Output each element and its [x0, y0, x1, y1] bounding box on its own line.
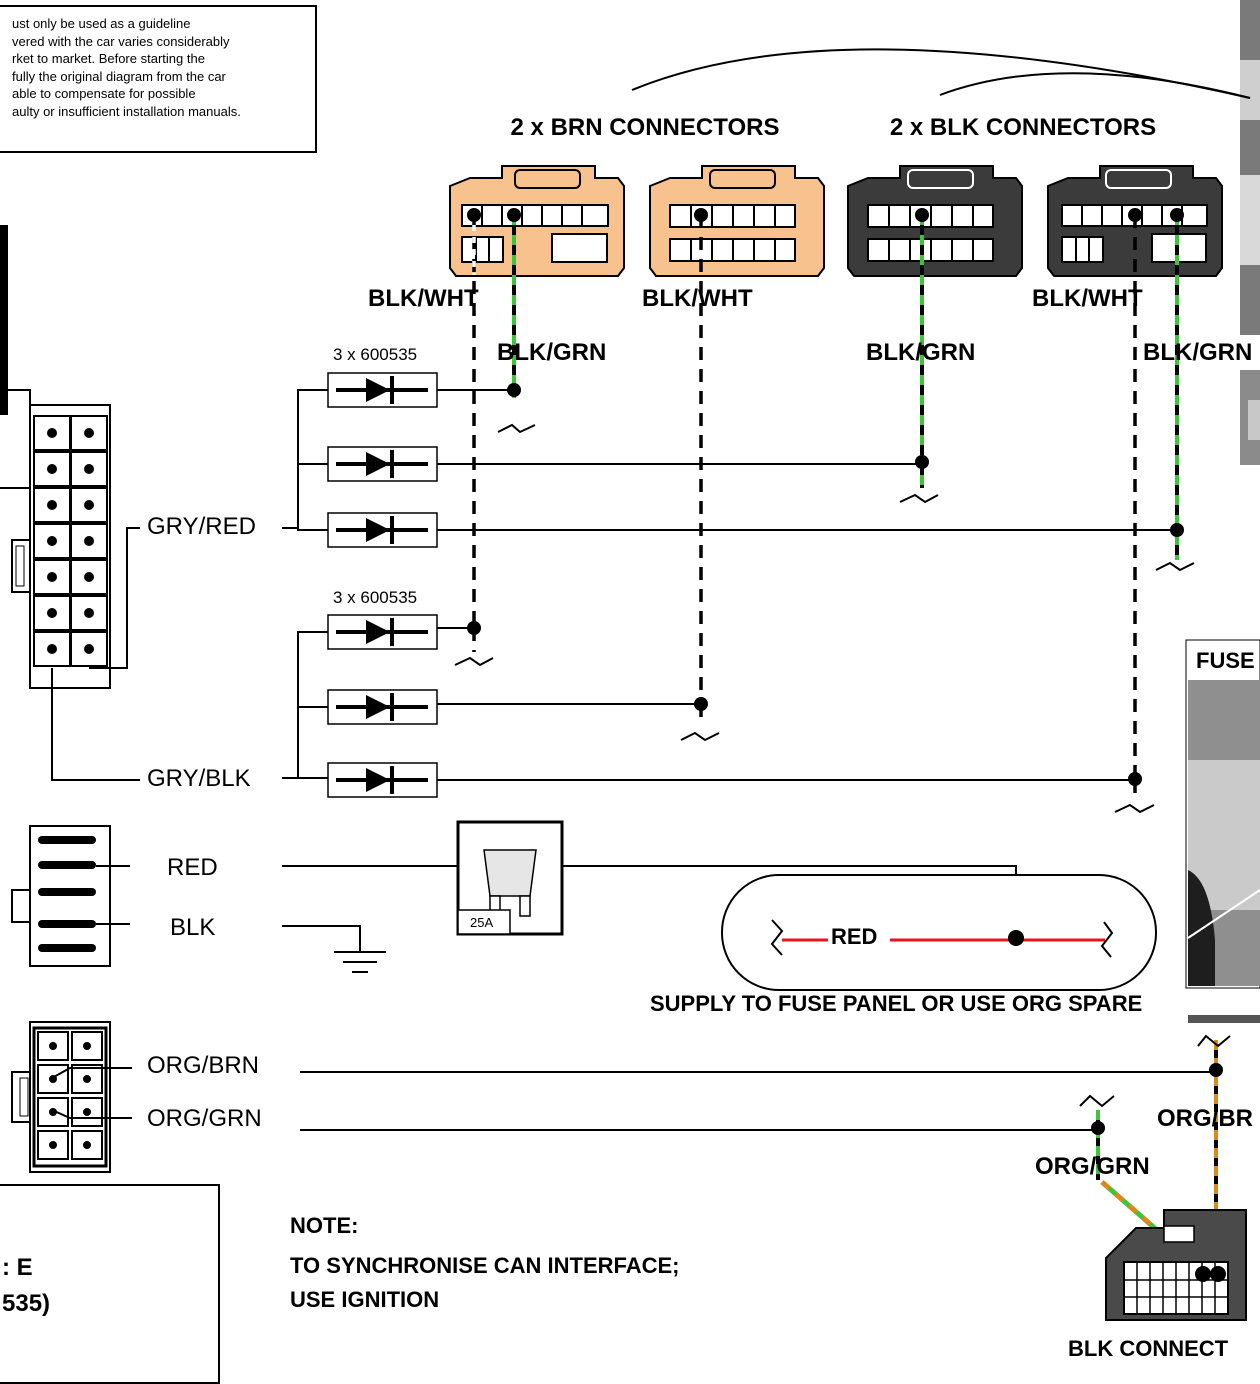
- connector-cavity: [33, 487, 71, 523]
- label-blk-wht-3: BLK/WHT: [1032, 285, 1143, 312]
- org-junction-dots: [1091, 1063, 1223, 1135]
- connector-pin: [84, 500, 94, 510]
- diode-output-wires: [437, 389, 1177, 781]
- fuse-rating: 25A: [470, 915, 493, 930]
- heading-brn-connectors: 2 x BRN CONNECTORS: [511, 114, 780, 141]
- connector-pin: [47, 608, 57, 618]
- ground-symbol: [334, 951, 386, 973]
- connector-pin: [47, 428, 57, 438]
- disclaimer-line: able to compensate for possible: [12, 86, 196, 101]
- connector-pin: [84, 572, 94, 582]
- red-supply-loop: RED: [721, 874, 1157, 991]
- bottom-connector-label: BLK CONNECT: [1068, 1336, 1229, 1361]
- diode-group-label-2: 3 x 600535: [333, 588, 417, 607]
- label-org-brn: ORG/BRN: [147, 1052, 259, 1079]
- can-pin: [83, 1042, 91, 1050]
- can-pin: [49, 1141, 57, 1149]
- can-cavity: [71, 1097, 103, 1127]
- connector-pin: [84, 536, 94, 546]
- label-blk-wht-1: BLK/WHT: [368, 285, 479, 312]
- diode-icon: [327, 446, 438, 482]
- connector-cavity: [70, 595, 108, 631]
- heading-blk-connectors: 2 x BLK CONNECTORS: [890, 114, 1156, 141]
- disclaimer-line: ust only be used as a guideline: [12, 16, 191, 31]
- supply-label: SUPPLY TO FUSE PANEL OR USE ORG SPARE: [650, 991, 1142, 1016]
- connector-pin: [47, 500, 57, 510]
- left-box-line-1: : E: [2, 1254, 33, 1281]
- fuse-photo-label: FUSE: [1196, 648, 1255, 673]
- brn-connector-2: [649, 165, 825, 277]
- label-blk-grn-2: BLK/GRN: [866, 339, 975, 366]
- connector-pin: [84, 464, 94, 474]
- connector-pin: [47, 464, 57, 474]
- label-gry-red: GRY/RED: [147, 513, 256, 540]
- fuse-panel-photo: FUSE: [1185, 639, 1260, 1023]
- disclaimer-line: aulty or insufficient installation manua…: [12, 103, 241, 119]
- connector-pin: [47, 644, 57, 654]
- connector-pin-dots: [467, 208, 1184, 222]
- can-pin: [83, 1141, 91, 1149]
- can-pin: [49, 1108, 57, 1116]
- label-org-grn-right: ORG/GRN: [1035, 1153, 1150, 1180]
- top-right-photo: [1240, 0, 1260, 465]
- connector-pin: [84, 644, 94, 654]
- label-gry-blk: GRY/BLK: [147, 765, 251, 792]
- label-blk-grn-1: BLK/GRN: [497, 339, 606, 366]
- disclaimer-box: ust only be used as a guideline vered wi…: [0, 5, 317, 153]
- blk-grn-wires: [512, 215, 1179, 560]
- label-blk-wht-2: BLK/WHT: [642, 285, 753, 312]
- note-line-2: USE IGNITION: [290, 1287, 439, 1312]
- connector-pin: [47, 572, 57, 582]
- can-pin: [83, 1075, 91, 1083]
- connector-pin: [84, 608, 94, 618]
- brn-connector-1: [449, 165, 625, 277]
- can-cavity: [71, 1064, 103, 1094]
- can-pin: [83, 1108, 91, 1116]
- diode-rail-1: [282, 389, 328, 779]
- leader-curve-brn: [631, 48, 1251, 99]
- main-connector-wires: [51, 527, 140, 781]
- connector-pin: [47, 536, 57, 546]
- red-loop-label: RED: [831, 924, 877, 949]
- diode-icon: [327, 762, 438, 798]
- disclaimer-line: rket to market. Before starting the: [12, 51, 205, 66]
- disclaimer-line: vered with the car varies considerably: [12, 33, 230, 49]
- diode-icon: [327, 372, 438, 408]
- label-org-grn: ORG/GRN: [147, 1105, 262, 1132]
- diode-icon: [327, 512, 438, 548]
- disclaimer-line: fully the original diagram from the car: [12, 68, 226, 84]
- can-pin: [49, 1042, 57, 1050]
- label-blk-grn-3: BLK/GRN: [1143, 339, 1252, 366]
- connector-pin: [84, 428, 94, 438]
- can-wires: [51, 1067, 1216, 1131]
- label-red: RED: [167, 854, 218, 881]
- left-box-line-2: 535): [2, 1290, 51, 1317]
- connector-cavity: [70, 559, 108, 595]
- bottom-blk-connector: [1105, 1209, 1247, 1321]
- note-line-1: TO SYNCHRONISE CAN INTERFACE;: [290, 1253, 680, 1278]
- can-cavity: [37, 1097, 69, 1127]
- diode-icon: [327, 689, 438, 725]
- leader-curve-blk: [939, 72, 1251, 99]
- blk-connector-3: [847, 165, 1023, 277]
- label-blk: BLK: [170, 914, 215, 941]
- power-connector: [11, 825, 130, 967]
- diode-group-label-1: 3 x 600535: [333, 345, 417, 364]
- label-org-brn-right: ORG/BR: [1157, 1105, 1253, 1132]
- diode-icon: [327, 614, 438, 650]
- junction-dots: [467, 383, 1184, 786]
- left-note-box: : E 535): [0, 1184, 220, 1384]
- note-title: NOTE:: [290, 1213, 358, 1238]
- fuse-25a: 25A: [456, 820, 564, 936]
- cut-wire-marks: [454, 423, 1195, 814]
